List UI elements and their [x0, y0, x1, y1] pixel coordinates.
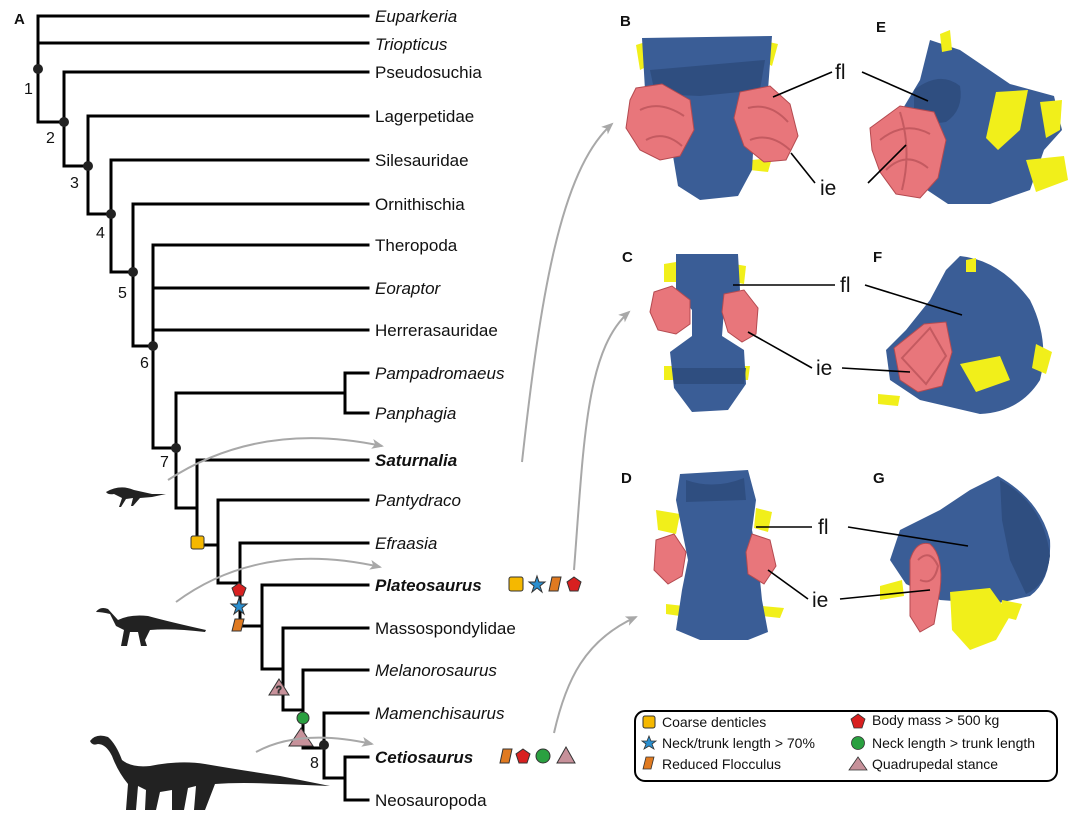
model-plateosaurus-dorsal	[650, 254, 758, 412]
plateosaurus-traits	[509, 576, 581, 592]
cetiosaurus-neck-icon	[536, 749, 550, 763]
panel-label-f: F	[873, 249, 882, 266]
taxon-pseudosuchia: Pseudosuchia	[375, 63, 482, 82]
taxon-panphagia: Panphagia	[375, 404, 456, 423]
model-saturnalia-dorsal	[626, 36, 798, 200]
plateosaurus-flocculus-icon	[549, 577, 561, 591]
ie-label-d-g: ie	[812, 589, 828, 612]
cetiosaurus-mass-icon	[516, 749, 530, 763]
node-dot-1	[33, 64, 43, 74]
body-mass-marker	[232, 583, 246, 596]
node-number-4: 4	[96, 225, 105, 242]
panel-label-d: D	[621, 470, 632, 487]
legend-label-flocculus: Reduced Flocculus	[662, 756, 781, 772]
legend-label-mass: Body mass > 500 kg	[872, 712, 999, 728]
tree-trait-markers: ?	[191, 536, 313, 746]
arrow-saturnalia-to-b	[522, 124, 612, 462]
node-dot-3	[83, 161, 93, 171]
node-number-7: 7	[160, 454, 169, 471]
arrow-plateosaurus-to-c	[574, 312, 629, 570]
taxon-plateosaurus: Plateosaurus	[375, 576, 482, 595]
legend-label-neck-length: Neck length > trunk length	[872, 735, 1035, 751]
legend-icon-neck	[852, 737, 865, 750]
fl-label-d-g: fl	[818, 516, 829, 539]
node-dot-5	[128, 267, 138, 277]
panel-label-b: B	[620, 13, 631, 30]
plateosaurus-star-icon	[529, 576, 545, 592]
arrow-cetiosaurus-to-d	[554, 617, 636, 733]
legend: Coarse denticles Neck/trunk length > 70%…	[635, 711, 1057, 781]
taxon-neosauropoda: Neosauropoda	[375, 791, 487, 810]
taxon-ornithischia: Ornithischia	[375, 195, 465, 214]
cetiosaurus-traits	[500, 747, 575, 763]
coarse-denticles-marker	[191, 536, 204, 549]
node-dot-7	[171, 443, 181, 453]
taxon-lagerpetidae: Lagerpetidae	[375, 107, 474, 126]
fl-label-b-e: fl	[835, 61, 846, 84]
node-number-6: 6	[140, 355, 149, 372]
taxon-saturnalia: Saturnalia	[375, 451, 457, 470]
node-number-3: 3	[70, 175, 79, 192]
saturnalia-silhouette	[106, 487, 166, 507]
ie-label-b-e: ie	[820, 177, 836, 200]
taxon-euparkeria: Euparkeria	[375, 7, 457, 26]
node-dot-2	[59, 117, 69, 127]
taxon-cetiosaurus: Cetiosaurus	[375, 748, 473, 767]
panel-label-g: G	[873, 470, 885, 487]
quadrupedal-question-mark: ?	[276, 685, 282, 696]
cetiosaurus-quadruped-icon	[557, 747, 575, 763]
model-cetiosaurus-dorsal	[654, 470, 784, 640]
panel-label-c: C	[622, 249, 633, 266]
connector-arrows	[168, 124, 636, 752]
node-number-8: 8	[310, 755, 319, 772]
arrow-plateosaurus-silhouette	[176, 559, 380, 602]
node-dot-4	[106, 209, 116, 219]
neck-length-marker	[297, 712, 309, 724]
legend-icon-denticles	[643, 716, 655, 728]
node-number-1: 1	[24, 81, 33, 98]
ie-label-c-f: ie	[816, 357, 832, 380]
taxon-eoraptor: Eoraptor	[375, 279, 442, 298]
legend-label-quadrupedal: Quadrupedal stance	[872, 756, 998, 772]
node-dot-8	[319, 740, 329, 750]
taxon-mamenchisaurus: Mamenchisaurus	[375, 704, 505, 723]
taxon-pampadromaeus: Pampadromaeus	[375, 364, 505, 383]
panel-label-a: A	[14, 11, 25, 28]
tree-branches	[38, 16, 368, 800]
legend-label-denticles: Coarse denticles	[662, 714, 766, 730]
taxon-herrerasauridae: Herrerasauridae	[375, 321, 498, 340]
taxon-efraasia: Efraasia	[375, 534, 437, 553]
arrow-cetiosaurus-silhouette	[256, 738, 372, 752]
model-saturnalia-lateral	[870, 30, 1068, 204]
taxon-massospondylidae: Massospondylidae	[375, 619, 516, 638]
cetiosaurus-flocculus-icon	[500, 749, 512, 763]
legend-label-neck-trunk: Neck/trunk length > 70%	[662, 735, 815, 751]
node-number-2: 2	[46, 130, 55, 147]
taxon-triopticus: Triopticus	[375, 35, 448, 54]
model-plateosaurus-lateral	[878, 256, 1052, 414]
fl-label-c-f: fl	[840, 274, 851, 297]
model-cetiosaurus-lateral	[880, 476, 1050, 650]
plateosaurus-denticles-icon	[509, 577, 523, 591]
cetiosaurus-silhouette	[90, 736, 330, 810]
taxon-melanorosaurus: Melanorosaurus	[375, 661, 497, 680]
reduced-flocculus-marker	[232, 619, 244, 631]
node-number-5: 5	[118, 285, 127, 302]
plateosaurus-silhouette	[96, 608, 206, 646]
taxon-labels: Euparkeria Triopticus Pseudosuchia Lager…	[375, 7, 516, 810]
plateosaurus-mass-icon	[567, 577, 581, 591]
taxon-theropoda: Theropoda	[375, 236, 458, 255]
taxon-silesauridae: Silesauridae	[375, 151, 469, 170]
panel-label-e: E	[876, 19, 886, 36]
node-dot-6	[148, 341, 158, 351]
taxon-pantydraco: Pantydraco	[375, 491, 461, 510]
